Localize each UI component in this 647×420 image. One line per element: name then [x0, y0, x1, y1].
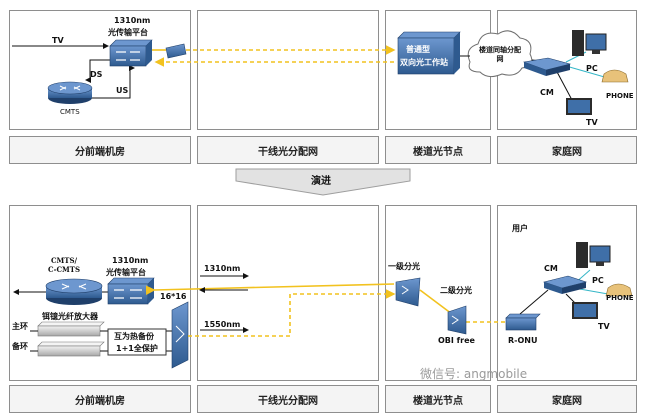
bottom-obi-free-label: OBI free [438, 336, 475, 345]
bottom-splitter-count-label: 16*16 [160, 292, 187, 301]
top-pc-label: PC [586, 64, 598, 73]
bottom-cmts-router-icon [45, 278, 103, 305]
top-ds-us-lines [82, 59, 135, 99]
bottom-edfa-label: 铒镱光纤放大器 [42, 312, 98, 321]
top-caption-building-node: 楼道光节点 [385, 136, 491, 164]
top-platform-label-2: 光传输平台 [108, 28, 148, 37]
top-fiber-lines [152, 45, 396, 67]
bottom-caption-home: 家庭网 [497, 385, 637, 413]
bottom-phone-label: PHONE [606, 294, 634, 302]
top-headend-panel [9, 10, 191, 130]
bottom-caption-building-node: 楼道光节点 [385, 385, 491, 413]
bottom-trunk-panel [197, 205, 379, 381]
top-home-tv-label: TV [586, 118, 598, 127]
bottom-wavelength-arrows [199, 273, 249, 333]
bottom-pc-label: PC [592, 276, 604, 285]
top-cmts-router-icon [47, 81, 93, 104]
top-us-label: US [116, 86, 129, 95]
bottom-platform-label-1: 1310nm [112, 256, 149, 265]
top-caption-trunk: 干线光分配网 [197, 136, 379, 164]
top-phone-icon [601, 69, 629, 83]
bottom-cmts-label: CMTS/ C-CMTS [48, 256, 81, 274]
bottom-r-onu-label: R-ONU [508, 336, 538, 345]
bottom-hot-backup-box [107, 328, 167, 356]
top-workstation-label-1: 普通型 [406, 45, 430, 54]
bottom-tv-icon [572, 302, 598, 319]
top-workstation-label-2: 双向光工作站 [400, 58, 448, 67]
top-caption-headend: 分前端机房 [9, 136, 191, 164]
top-caption-home: 家庭网 [497, 136, 637, 164]
bottom-level2-splitter-label: 二级分光 [440, 286, 472, 295]
bottom-level1-splitter-icon [395, 277, 421, 307]
top-platform-label-1: 1310nm [114, 16, 151, 25]
bottom-home-tv-label: TV [598, 322, 610, 331]
top-phone-label: PHONE [606, 92, 634, 100]
top-small-splitter-icon [165, 43, 187, 59]
bottom-r-onu-icon [505, 313, 541, 331]
bottom-caption-headend: 分前端机房 [9, 385, 191, 413]
top-workstation-icon [397, 31, 461, 75]
bottom-1310nm-label: 1310nm [204, 264, 241, 273]
wechat-watermark: 微信号: angmobile [420, 367, 528, 381]
bottom-backup-ring-label: 备环 [12, 342, 28, 351]
bottom-1550nm-label: 1550nm [204, 320, 241, 329]
bottom-pc-icon [576, 242, 611, 268]
bottom-phone-icon [605, 283, 633, 297]
top-cmts-label: CMTS [60, 108, 80, 116]
bottom-optical-platform-icon [107, 277, 155, 305]
top-coax-cloud-label: 楼道同轴分配网 [479, 46, 521, 63]
top-tv-label: TV [52, 36, 64, 45]
bottom-user-label: 用户 [512, 224, 528, 233]
top-tv-icon [566, 98, 592, 115]
bottom-edfa-backup-icon [37, 341, 105, 357]
bottom-edfa-main-icon [37, 321, 105, 337]
bottom-cm-label: CM [544, 264, 558, 273]
bottom-level2-splitter-icon [447, 305, 467, 335]
top-pc-icon [572, 30, 607, 56]
bottom-caption-trunk: 干线光分配网 [197, 385, 379, 413]
bottom-level1-splitter-label: 一级分光 [388, 262, 420, 271]
top-optical-platform-icon [109, 39, 153, 67]
top-cm-label: CM [540, 88, 554, 97]
top-coax-cloud-icon [460, 30, 533, 78]
bottom-16x16-splitter-icon [171, 301, 189, 369]
top-cable-modem-icon [522, 57, 572, 76]
bottom-main-ring-label: 主环 [12, 322, 28, 331]
top-ds-label: DS [90, 70, 103, 79]
evolution-arrow [235, 168, 411, 196]
top-trunk-panel [197, 10, 379, 130]
evolution-label: 演进 [311, 176, 331, 187]
bottom-fiber-lines [145, 283, 506, 337]
bottom-hot-backup-label-1: 互为热备份 [114, 332, 154, 341]
bottom-hot-backup-label-2: 1+1全保护 [116, 344, 158, 353]
bottom-platform-label-2: 光传输平台 [106, 268, 146, 277]
bottom-cable-modem-icon [542, 275, 588, 294]
